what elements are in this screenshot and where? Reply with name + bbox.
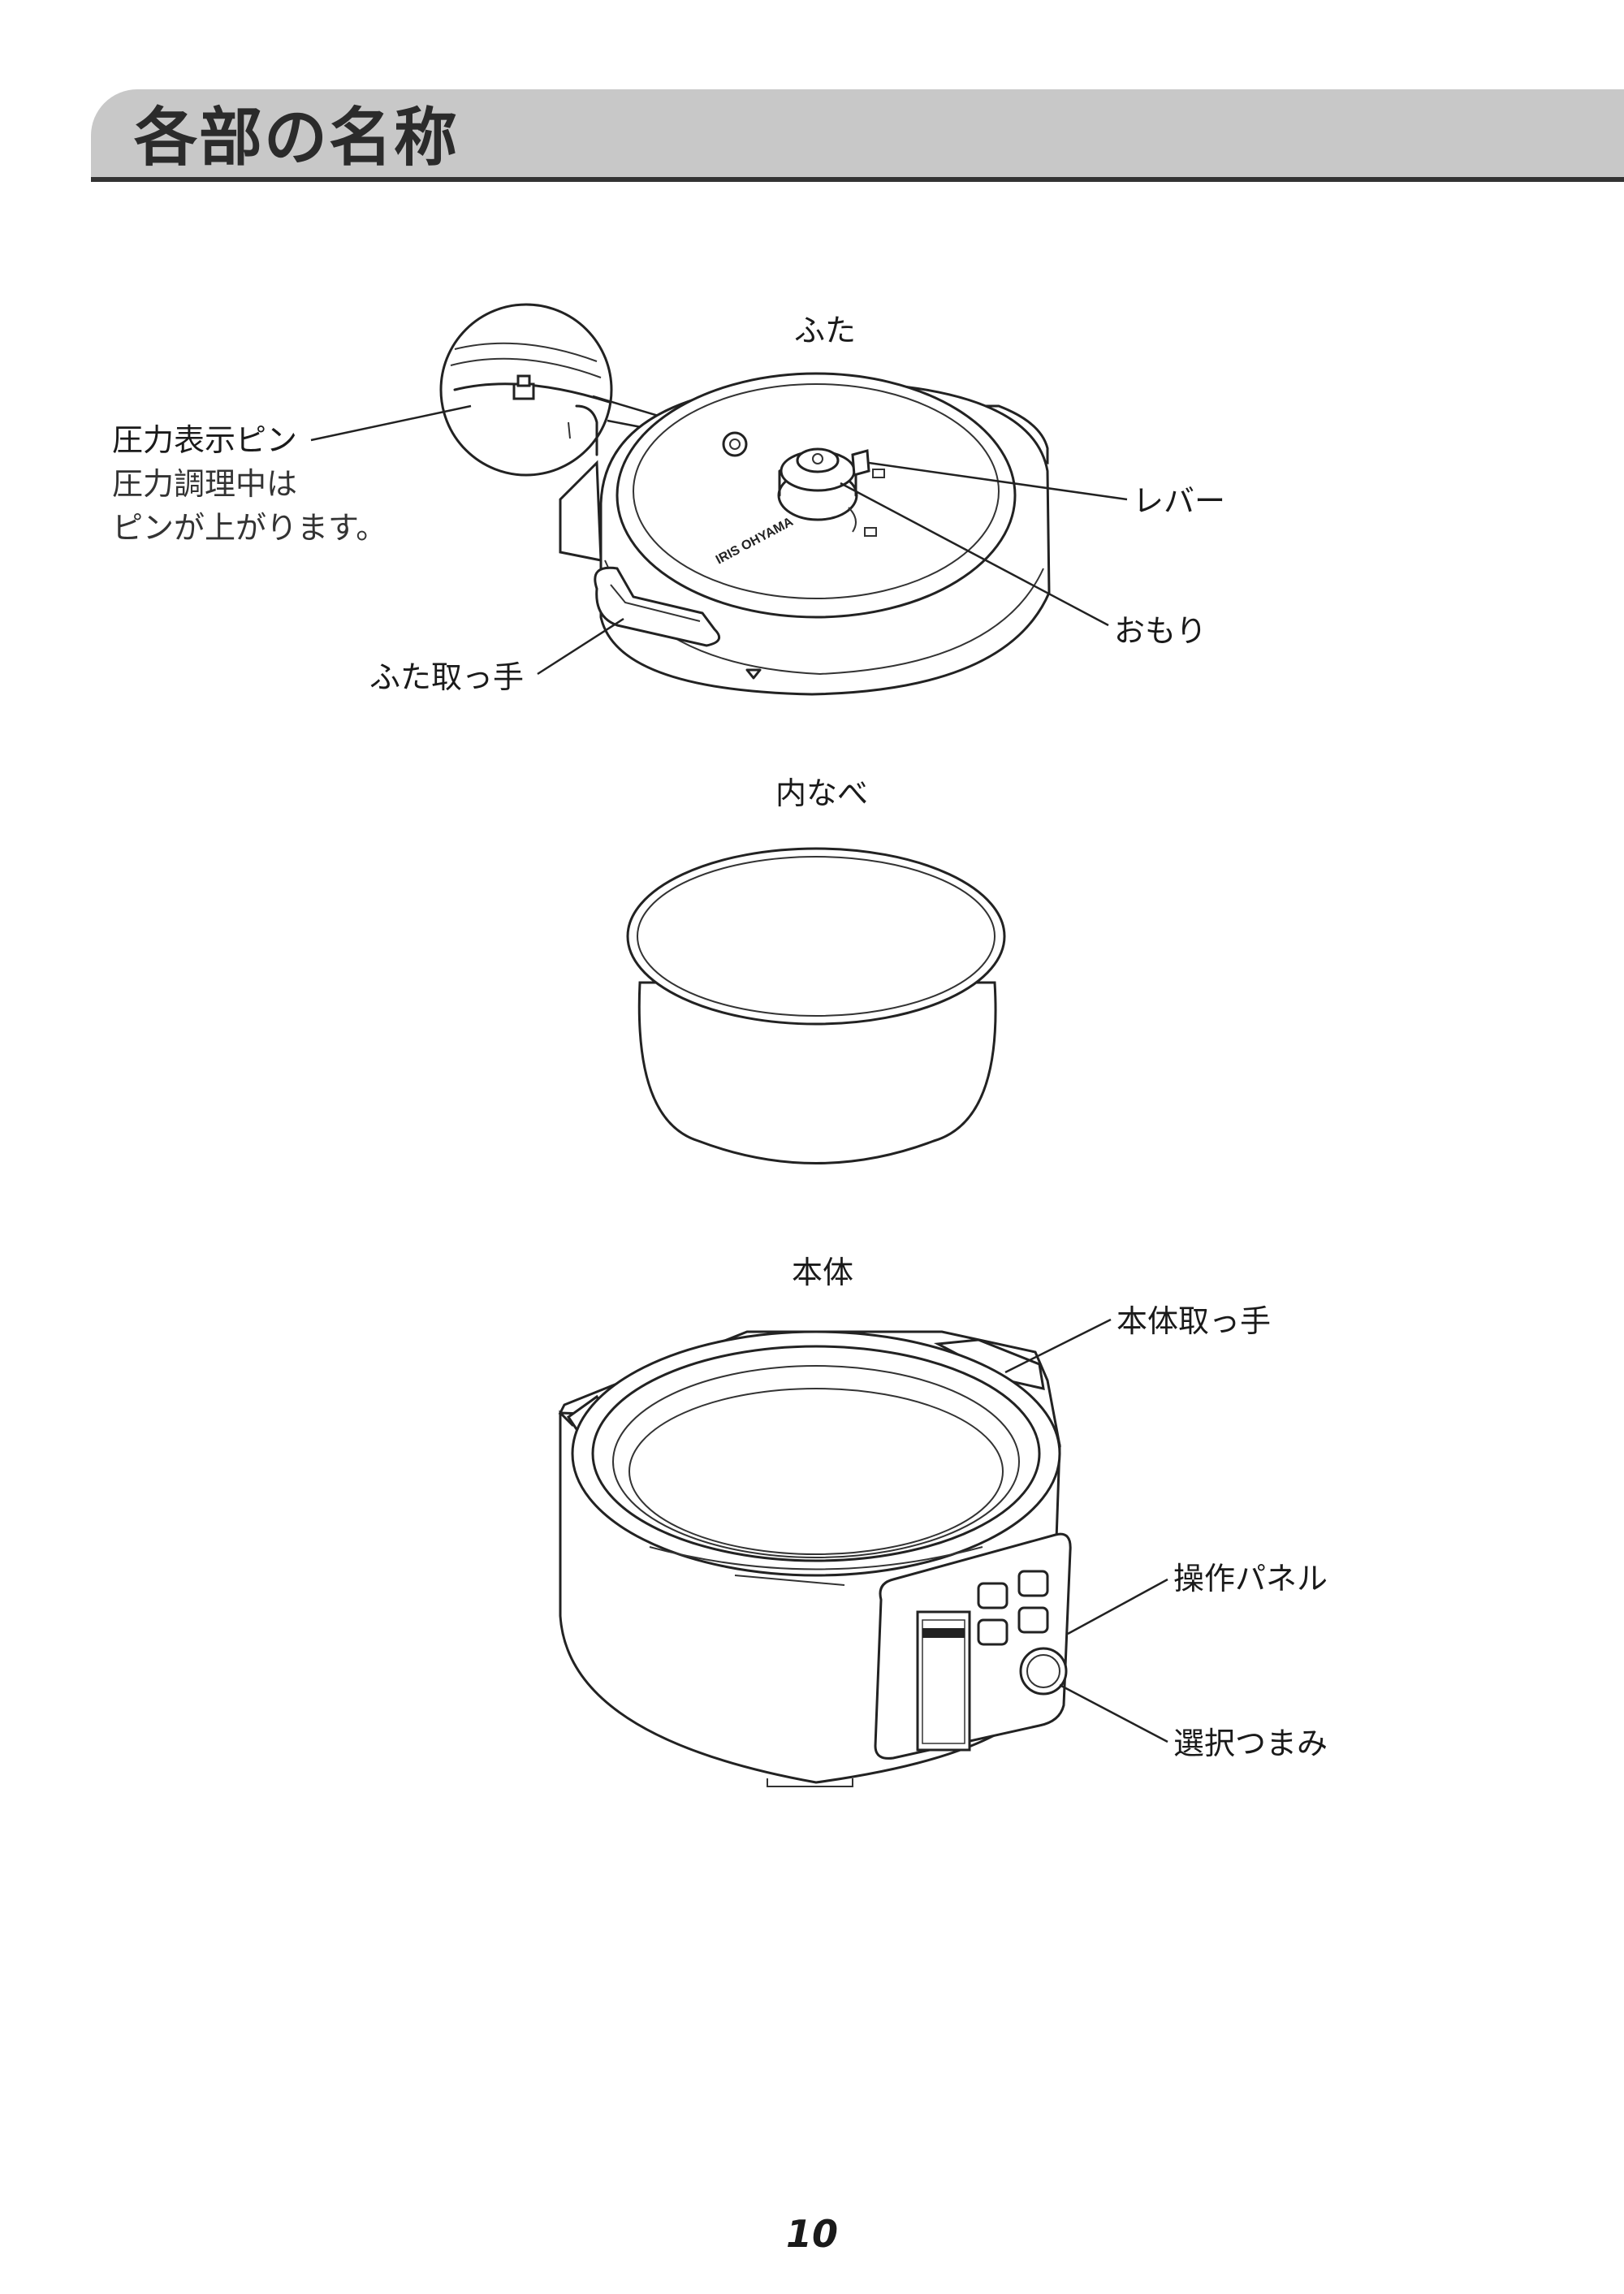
label-pressure-pin: 圧力表示ピン [112, 422, 298, 458]
section-header-band [91, 89, 1624, 182]
pressure-pin-zoom-circle [441, 305, 611, 475]
body-section-title: 本体 [792, 1255, 854, 1290]
page-title: 各部の名称 [134, 102, 460, 175]
leader-select-knob [1060, 1685, 1168, 1742]
label-weight: おもり [1114, 613, 1207, 649]
label-lid-handle: ふた取っ手 [369, 659, 525, 695]
leader-lever [869, 463, 1127, 499]
lid-illustration: IRIS OHYAMA [441, 305, 1049, 694]
label-pressure-pin-note-2: ピンが上がります。 [112, 510, 387, 546]
label-body-handle: 本体取っ手 [1116, 1303, 1272, 1339]
leader-weight [840, 483, 1108, 625]
page-number: 10 [785, 2212, 838, 2256]
inner-pot-section-title: 内なべ [775, 775, 869, 811]
label-control-panel: 操作パネル [1173, 1561, 1328, 1596]
label-pressure-pin-note-1: 圧力調理中は [112, 466, 298, 502]
lid-section-title: ふた [794, 313, 857, 348]
label-lever: レバー [1133, 483, 1226, 519]
leader-pressure-pin [311, 406, 471, 440]
leader-body-handle [1005, 1320, 1111, 1372]
leader-control-panel [1068, 1579, 1168, 1634]
inner-pot-illustration [628, 849, 1004, 1164]
leader-lid-handle [538, 619, 624, 674]
label-select-knob: 選択つまみ [1173, 1726, 1328, 1761]
body-illustration [560, 1332, 1070, 1786]
